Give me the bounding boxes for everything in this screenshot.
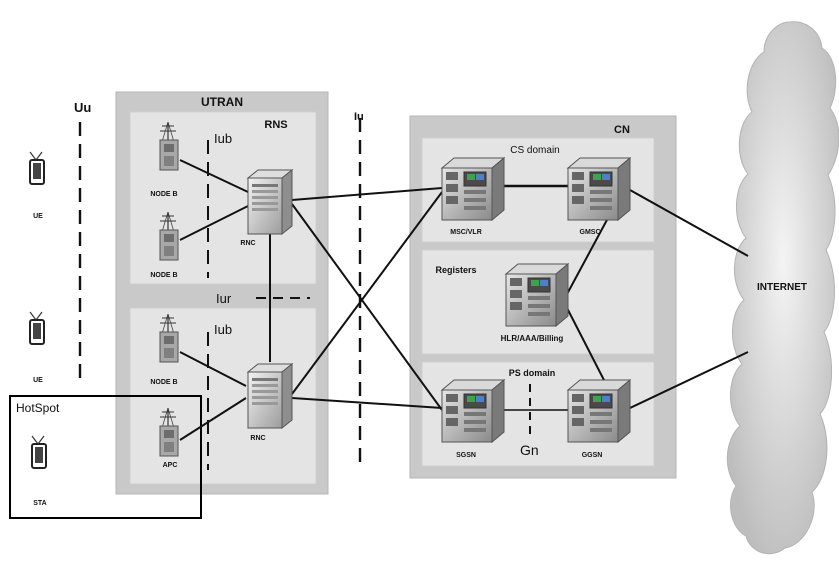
sgsn-label: SGSN: [456, 452, 476, 459]
server-icon: [505, 263, 569, 327]
ue-device-1: [29, 151, 45, 185]
node-b-label-1: NODE B: [150, 191, 177, 198]
rns-label: RNS: [264, 119, 287, 131]
interface-lines: [78, 118, 531, 470]
server-icon: [567, 157, 631, 221]
rnc-label-1: RNC: [240, 240, 255, 247]
node-b-label-2: NODE B: [150, 272, 177, 279]
cn-label: CN: [614, 124, 630, 136]
hotspot-label: HotSpot: [16, 401, 60, 415]
ggsn-label: GGSN: [582, 452, 603, 459]
mobile-phone-icon: [31, 435, 47, 469]
ue-label-1: UE: [33, 213, 43, 220]
apc-label: APC: [163, 462, 178, 469]
hlr-aaa-billing-label: HLR/AAA/Billing: [501, 334, 564, 343]
iur-label: Iur: [216, 291, 232, 306]
node-b-label-3: NODE B: [150, 379, 177, 386]
internet-cloud: INTERNET: [726, 21, 839, 555]
gn-label: Gn: [520, 442, 539, 458]
gmsc-label: GMSC: [580, 229, 601, 236]
network-links: [179, 159, 749, 441]
iu-label: Iu: [354, 111, 364, 123]
gmsc: [567, 157, 631, 221]
ue-label-2: UE: [33, 377, 43, 384]
rnc-icon: [247, 363, 293, 429]
utran-label: UTRAN: [201, 95, 243, 109]
ps-domain-label: PS domain: [509, 368, 556, 378]
sta-label: STA: [33, 500, 46, 507]
rnc-icon: [247, 169, 293, 235]
server-icon: [441, 157, 505, 221]
ggsn: [567, 379, 631, 443]
rnc-2: [247, 363, 293, 429]
server-icon: [441, 379, 505, 443]
rnc-1: [247, 169, 293, 235]
hotspot-area: HotSpot: [9, 395, 202, 519]
server-icon: [567, 379, 631, 443]
sta-device: [31, 435, 47, 469]
mobile-phone-icon: [29, 151, 45, 185]
ue-device-2: [29, 311, 45, 345]
cs-domain-label: CS domain: [510, 145, 559, 156]
rnc-label-2: RNC: [250, 435, 265, 442]
registers-label: Registers: [435, 265, 476, 275]
hlr-aaa-billing: [505, 263, 569, 327]
iub-label-bottom: Iub: [214, 322, 232, 337]
uu-label: Uu: [74, 100, 91, 115]
iub-label-top: Iub: [214, 131, 232, 146]
msc-vlr-label: MSC/VLR: [450, 229, 482, 236]
msc-vlr: [441, 157, 505, 221]
sgsn: [441, 379, 505, 443]
internet-label: INTERNET: [757, 282, 807, 293]
mobile-phone-icon: [29, 311, 45, 345]
